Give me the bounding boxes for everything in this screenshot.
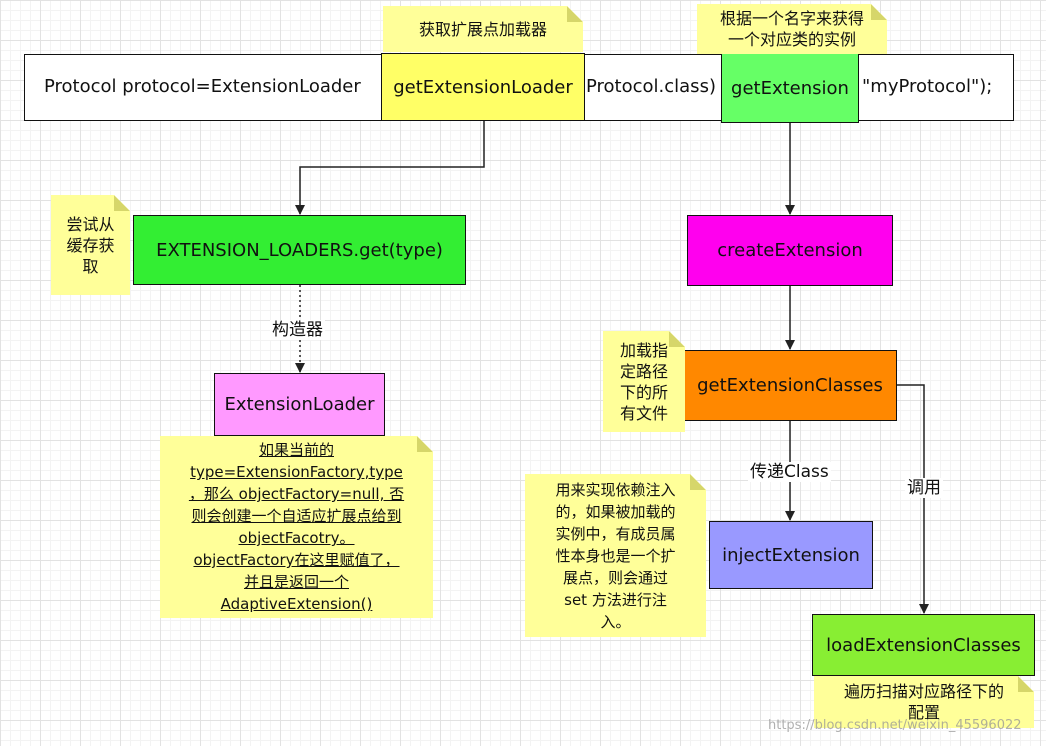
note-inject-line-7: 入。 bbox=[600, 612, 631, 631]
note-load-files-line-1: 加载指 bbox=[619, 340, 668, 360]
note-factory-line-1: 如果当前的 bbox=[258, 441, 334, 459]
note-factory-line-7: 并且是返回一个 bbox=[243, 573, 349, 591]
note-traverse-line-2: 配置 bbox=[907, 703, 940, 722]
note-factory-line-5: objectFacotry。 bbox=[238, 529, 355, 547]
inject-extension-box: injectExtension bbox=[709, 521, 873, 589]
extension-loader-box: ExtensionLoader bbox=[214, 373, 385, 436]
get-extension-loader-box: getExtensionLoader bbox=[381, 53, 585, 121]
code-part-3: "myProtocol"); bbox=[862, 76, 993, 97]
get-extension-box: getExtension bbox=[721, 53, 859, 123]
watermark: https://blog.csdn.net/weixin_45596022 bbox=[768, 718, 1022, 733]
note-load-files-line-2: 定路径 bbox=[619, 361, 668, 381]
note-try-cache-line-1: 尝试从 bbox=[66, 214, 115, 234]
edge-label-constructor: 构造器 bbox=[270, 320, 325, 340]
note-factory: 如果当前的 type=ExtensionFactory,type ，那么 obj… bbox=[160, 436, 433, 618]
edge-classes-to-load bbox=[897, 384, 929, 614]
note-factory-line-8: AdaptiveExtension() bbox=[220, 595, 373, 613]
note-get-by-name-line-2: 一个对应类的实例 bbox=[727, 30, 856, 49]
note-get-loader-line: 获取扩展点加载器 bbox=[418, 19, 547, 39]
note-traverse-line-1: 遍历扫描对应路径下的 bbox=[843, 682, 1004, 701]
note-get-by-name-line-1: 根据一个名字来获得 bbox=[719, 9, 864, 28]
note-try-cache: 尝试从 缓存获 取 bbox=[51, 195, 130, 295]
code-part-2: Protocol.class) bbox=[586, 76, 716, 97]
code-part-1: Protocol protocol=ExtensionLoader bbox=[44, 76, 361, 97]
note-get-loader: 获取扩展点加载器 bbox=[383, 6, 583, 52]
extension-loaders-get-box: EXTENSION_LOADERS.get(type) bbox=[133, 215, 466, 285]
edge-label-pass-class: 传递Class bbox=[748, 462, 831, 482]
edge-label-invoke: 调用 bbox=[905, 478, 943, 498]
note-inject-line-5: 展点，则会通过 bbox=[562, 568, 668, 587]
note-load-files-line-4: 有文件 bbox=[619, 403, 668, 423]
note-get-by-name: 根据一个名字来获得 一个对应类的实例 bbox=[697, 4, 887, 54]
note-inject-line-2: 的，如果被加载的 bbox=[555, 502, 676, 521]
note-inject-line-3: 实例中，有成员属 bbox=[555, 524, 676, 543]
note-factory-line-3: ，那么 objectFactory=null, 否 bbox=[188, 485, 405, 503]
load-extension-classes-box: loadExtensionClasses bbox=[812, 614, 1035, 676]
note-inject: 用来实现依赖注入 的，如果被加载的 实例中，有成员属 性本身也是一个扩 展点，则… bbox=[525, 474, 706, 637]
note-factory-line-2: type=ExtensionFactory,type bbox=[190, 463, 403, 481]
note-load-files-line-3: 下的所 bbox=[619, 382, 668, 402]
note-load-files: 加载指 定路径 下的所 有文件 bbox=[603, 331, 685, 432]
note-factory-line-6: objectFactory在这里赋值了， bbox=[193, 551, 400, 569]
note-inject-line-4: 性本身也是一个扩 bbox=[555, 546, 676, 565]
get-extension-classes-box: getExtensionClasses bbox=[683, 350, 897, 421]
create-extension-box: createExtension bbox=[687, 215, 893, 286]
edge-loader-to-cache bbox=[295, 121, 485, 215]
note-inject-line-6: set 方法进行注 bbox=[564, 590, 667, 609]
note-factory-line-4: 则会创建一个自适应扩展点给到 bbox=[191, 507, 402, 525]
note-try-cache-line-2: 缓存获 bbox=[66, 235, 115, 255]
note-traverse: 遍历扫描对应路径下的 配置 bbox=[814, 676, 1034, 728]
note-inject-line-1: 用来实现依赖注入 bbox=[555, 480, 676, 499]
note-try-cache-line-3: 取 bbox=[82, 256, 99, 276]
